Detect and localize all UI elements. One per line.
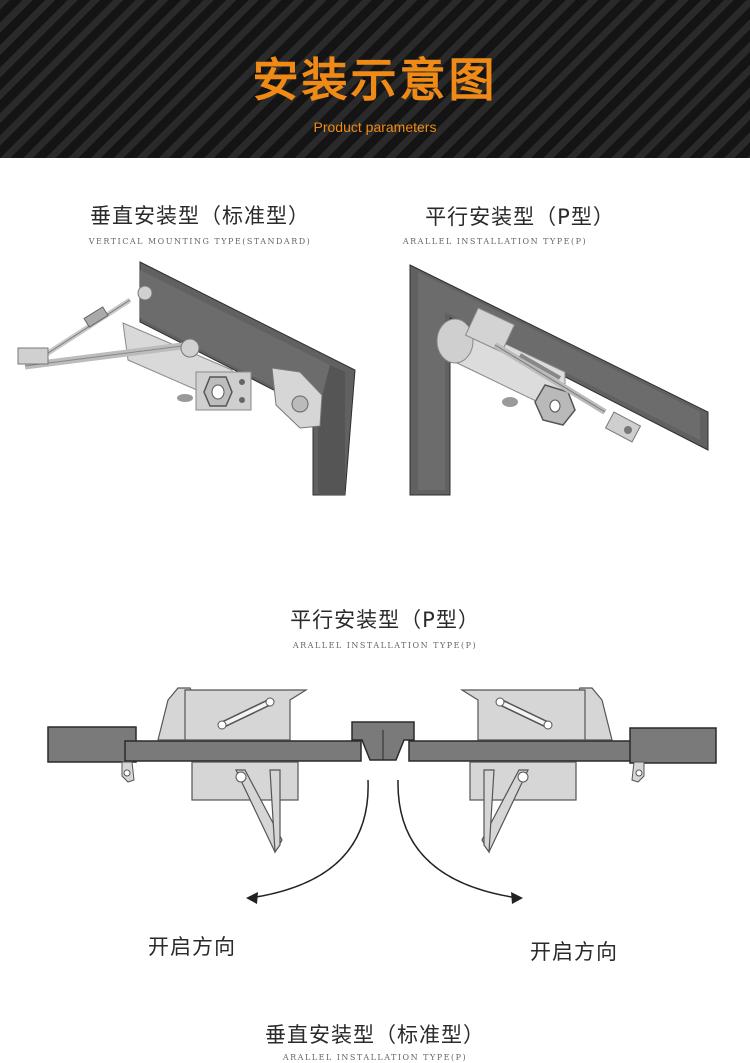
header-banner: 安装示意图 Product parameters <box>0 0 750 158</box>
page-title: 安装示意图 <box>252 53 498 107</box>
topview-title: 平行安装型（P型） <box>290 608 480 632</box>
opening-direction-right: 开启方向 <box>530 940 618 964</box>
vertical-type-title: 垂直安装型（标准型） <box>90 204 310 228</box>
footer-title: 垂直安装型（标准型） <box>265 1023 485 1047</box>
page-subtitle: Product parameters <box>313 119 437 135</box>
topview-subtitle: ARALLEL INSTALLATION TYPE(P) <box>292 641 478 650</box>
opening-direction-left: 开启方向 <box>148 935 236 959</box>
vertical-type-subtitle: VERTICAL MOUNTING TYPE(STANDARD) <box>88 237 312 246</box>
parallel-type-title: 平行安装型（P型） <box>425 205 615 229</box>
footer-subtitle: ARALLEL INSTALLATION TYPE(P) <box>282 1053 468 1062</box>
parallel-type-subtitle: ARALLEL INSTALLATION TYPE(P) <box>402 237 588 246</box>
